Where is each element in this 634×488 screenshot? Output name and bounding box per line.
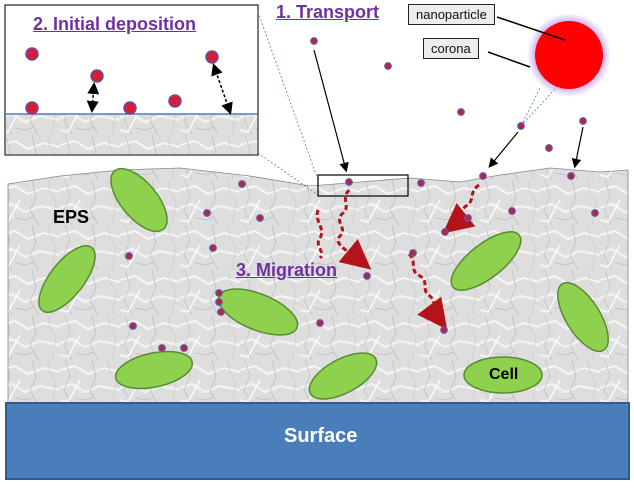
cell-ellipse (114, 350, 194, 390)
label-surface: Surface (284, 425, 358, 447)
migration-arrow (315, 209, 324, 260)
cell-ellipse (38, 245, 96, 313)
cell-ellipse (110, 167, 168, 233)
migration-arrow (336, 188, 372, 270)
nanoparticle-dot (363, 272, 371, 280)
deposition-arrow (86, 82, 100, 113)
migration-arrow (407, 252, 448, 330)
nanoparticle-dot (123, 101, 137, 115)
nanoparticle-dot (567, 172, 575, 180)
nanoparticle-dot (217, 308, 225, 316)
nanoparticle-dot (479, 172, 487, 180)
nanoparticle-dot (440, 326, 448, 334)
surface-substrate (5, 402, 630, 480)
transport-arrow (488, 131, 519, 168)
cell-ellipse (450, 231, 522, 291)
nanoparticle-dot (180, 344, 188, 352)
cells (38, 167, 609, 400)
nanoparticle-dot (384, 62, 392, 70)
transport-arrow (313, 49, 349, 173)
cell-ellipse (557, 281, 609, 353)
nanoparticle-dot (310, 37, 318, 45)
label-nanoparticle: nanoparticle (408, 4, 495, 25)
nanoparticle-dot (25, 47, 39, 61)
nanoparticle-dot (464, 214, 472, 222)
cell-ellipse (463, 356, 543, 394)
nanoparticle-dot (168, 94, 182, 108)
corona-pointer (487, 51, 531, 68)
nanoparticle-dot (517, 122, 525, 130)
nanoparticle-dot (256, 214, 264, 222)
label-eps: EPS (53, 207, 90, 227)
zoom-line (257, 152, 319, 196)
nanoparticle-dot (209, 244, 217, 252)
zoom-line (257, 11, 319, 181)
nanoparticle-dot (215, 298, 223, 306)
label-migration: 3. Migration (236, 260, 338, 280)
nanoparticle-pointer (496, 16, 566, 41)
migration-arrow (442, 183, 480, 234)
label-cell: Cell (489, 366, 519, 383)
transport-arrow (571, 126, 584, 169)
nanoparticle-dot (90, 69, 104, 83)
label-corona: corona (423, 38, 479, 59)
label-transport: 1. Transport (276, 2, 380, 22)
deposition-arrow (211, 63, 233, 115)
nanoparticle-dot (25, 101, 39, 115)
zoom-target-box (317, 174, 409, 197)
inset-particles (25, 47, 219, 115)
nanoparticle-dot (203, 209, 211, 217)
cell-ellipse (308, 352, 378, 400)
nanoparticle-core (535, 21, 603, 89)
nanoparticle-dot (158, 344, 166, 352)
inset-eps-strip (6, 114, 257, 154)
nanoparticle-dot (129, 322, 137, 330)
label-initial-deposition: 2. Initial deposition (33, 14, 197, 34)
nanoparticle-dot (205, 50, 219, 64)
zoom-line (520, 87, 541, 127)
nanoparticle-dot (409, 249, 417, 257)
nanoparticle-dot (545, 144, 553, 152)
nanoparticle-dot (457, 108, 465, 116)
nanoparticle-dot (441, 228, 449, 236)
nanoparticle-dot (316, 319, 324, 327)
nanoparticle-dot (125, 252, 133, 260)
nanoparticle-dot (508, 207, 516, 215)
nanoparticle-dot (238, 180, 246, 188)
nanoparticle-dot (417, 179, 425, 187)
nanoparticle-dot (215, 289, 223, 297)
nanoparticle-dot (579, 117, 587, 125)
nanoparticle-dots (125, 37, 599, 352)
nanoparticle-dot (591, 209, 599, 217)
nanoparticle-dot (345, 178, 353, 186)
